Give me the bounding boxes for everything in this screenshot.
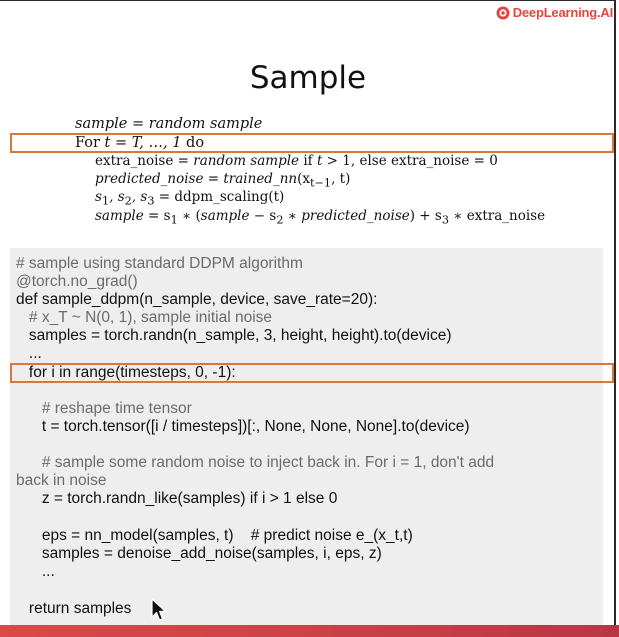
algo-token: ) + s — [409, 208, 442, 224]
algo-token: 3 — [441, 213, 449, 227]
algo-token: 1 — [170, 213, 178, 227]
code-line: def sample_ddpm(n_sample, device, save_r… — [16, 291, 378, 308]
algo-token: = — [127, 116, 149, 132]
algo-line-3: extra_noise = random sample if t > 1, el… — [95, 153, 498, 169]
algo-token: > 1, else extra_noise = 0 — [322, 153, 498, 169]
algo-token: sample — [200, 208, 250, 224]
code-line: samples = denoise_add_noise(samples, i, … — [16, 545, 382, 562]
algo-line-6: sample = s1 ∗ (sample − s2 ∗ predicted_n… — [95, 208, 545, 227]
code-line: # sample using standard DDPM algorithm — [16, 255, 303, 272]
code-line: samples = torch.randn(n_sample, 3, heigh… — [16, 327, 452, 344]
algo-token: ∗ ( — [177, 208, 201, 224]
slide-frame — [0, 0, 616, 625]
algo-token: = — [110, 135, 132, 151]
code-line: @torch.no_grad() — [16, 273, 138, 290]
brand-name: DeepLearning.AI — [512, 5, 613, 20]
algo-token: = — [173, 153, 194, 169]
algo-token: , s — [109, 189, 125, 205]
algo-token: extra_noise — [95, 153, 174, 169]
algo-token: , s — [131, 189, 148, 205]
algo-token: t — [316, 153, 323, 169]
algo-token: ∗ — [283, 208, 302, 224]
algo-token: if — [299, 153, 317, 169]
code-line: back in noise — [16, 472, 107, 489]
code-line: ... — [16, 563, 55, 580]
footer-bar — [0, 625, 619, 637]
algo-token: t−1 — [309, 176, 332, 190]
algo-token: s — [95, 189, 102, 205]
algo-line-4: predicted_noise = trained_nn(xt−1, t) — [95, 171, 350, 190]
algo-token: sample — [75, 116, 128, 132]
code-line: eps = nn_model(samples, t) # predict noi… — [16, 527, 413, 544]
algo-token: sample — [95, 208, 144, 224]
code-line: t = torch.tensor([i / timesteps])[:, Non… — [16, 418, 470, 435]
algo-token: 1 — [101, 194, 110, 208]
code-line: # sample some random noise to inject bac… — [16, 454, 495, 471]
algo-token: 2 — [124, 194, 132, 208]
algo-token: 3 — [147, 194, 155, 208]
code-line: ... — [16, 345, 42, 362]
algo-token: − s — [249, 208, 277, 224]
code-line: # reshape time tensor — [16, 400, 192, 417]
code-line: z = torch.randn_like(samples) if i > 1 e… — [16, 490, 338, 507]
code-line: for i in range(timesteps, 0, -1): — [16, 364, 236, 381]
deeplearning-logo-icon — [496, 6, 510, 19]
algo-token: = ddpm_scaling(t) — [154, 189, 285, 205]
algo-token: predicted_noise — [301, 208, 410, 224]
algo-token: 2 — [276, 213, 284, 227]
algo-token: random sample — [148, 116, 263, 132]
algo-token: = — [203, 171, 224, 187]
algo-token: T, …, 1 — [131, 135, 182, 151]
algo-token: = s — [143, 208, 171, 224]
code-line: return samples — [16, 600, 132, 617]
algo-line-1: sample = random sample — [75, 116, 262, 132]
slide-title: Sample — [249, 60, 367, 96]
algo-token: ∗ extra_noise — [449, 208, 546, 224]
highlight-for-loop-code — [10, 363, 614, 383]
algo-token: (x — [297, 171, 310, 187]
code-panel: # sample using standard DDPM algorithm @… — [10, 248, 603, 625]
algo-token: For — [75, 135, 105, 151]
algo-token: do — [181, 135, 205, 151]
mouse-pointer-icon — [151, 598, 167, 621]
code-line: # x_T ~ N(0, 1), sample initial noise — [16, 309, 273, 326]
algo-token: , t) — [331, 171, 351, 187]
algo-token: random sample — [193, 153, 300, 169]
algo-line-2: For t = T, …, 1 do — [75, 135, 204, 151]
algo-token: predicted_noise — [95, 171, 204, 187]
brand-logo: DeepLearning.AI — [496, 5, 613, 20]
algo-line-5: s1, s2, s3 = ddpm_scaling(t) — [95, 189, 284, 208]
highlight-for-loop-algorithm — [10, 133, 614, 153]
algo-token: t — [104, 135, 111, 151]
algo-token: trained_nn — [223, 171, 298, 187]
